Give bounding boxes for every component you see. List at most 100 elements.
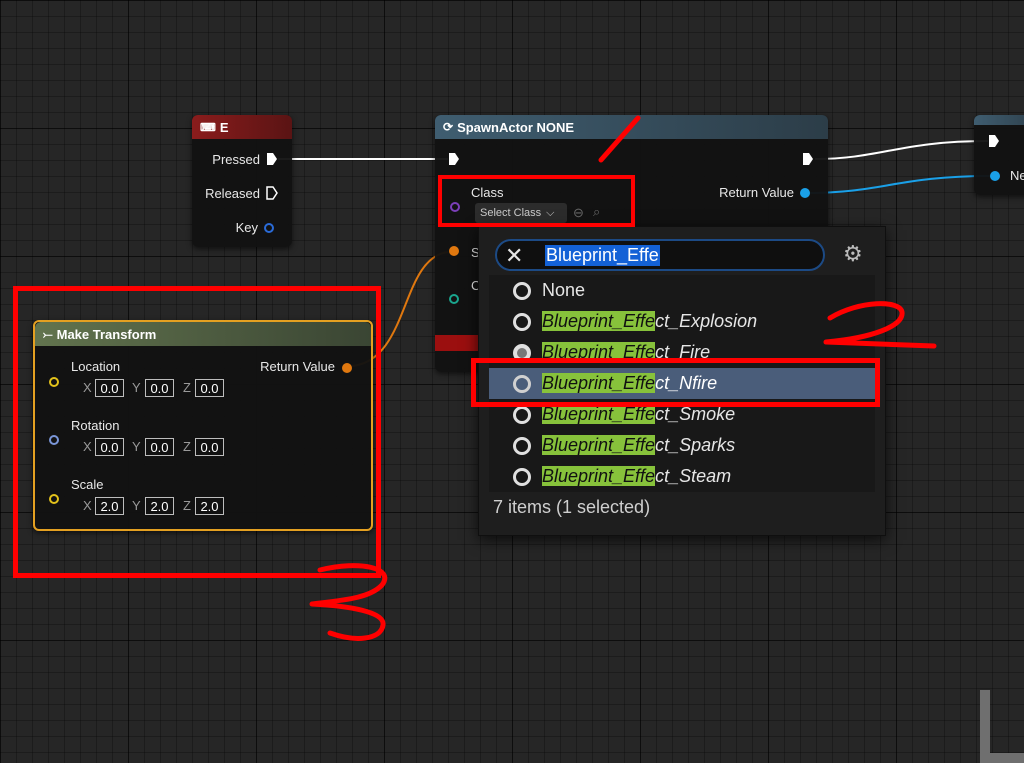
class-list-item-none[interactable]: None — [489, 275, 875, 306]
item-6-rest: ct_Steam — [655, 466, 732, 486]
item-6-prefix: Blueprint_Effe — [542, 466, 656, 486]
spawn-exec-out-pin[interactable] — [802, 152, 814, 166]
spawn-transform-pin[interactable] — [449, 246, 459, 256]
class-list-status: 7 items (1 selected) — [493, 497, 651, 517]
class-list-item-explosion[interactable]: Blueprint_Effect_Explosion — [489, 306, 875, 337]
rotation-pin[interactable] — [49, 435, 59, 445]
item-5-prefix: Blueprint_Effe — [542, 435, 656, 455]
location-y-axis: Y — [132, 380, 141, 395]
class-list: None Blueprint_Effect_Explosion Blueprin… — [489, 275, 875, 492]
rotation-label: Rotation — [71, 418, 120, 433]
class-picker-popup[interactable]: ✕ Blueprint_Effe ⚙ None Blueprint_Effect… — [478, 226, 886, 536]
key-event-header[interactable]: ⌨ E — [192, 115, 292, 139]
select-class-dropdown[interactable]: Select Class ⌵ — [475, 203, 567, 223]
key-label: Key — [235, 220, 258, 235]
blueprint-class-icon — [513, 467, 531, 486]
use-selected-icon[interactable]: ⊖ — [573, 205, 584, 220]
class-list-item-sparks[interactable]: Blueprint_Effect_Sparks — [489, 430, 875, 461]
scale-z-axis: Z — [183, 498, 191, 513]
blueprint-class-icon — [513, 405, 531, 424]
item-0-rest: None — [542, 280, 586, 300]
scale-z-field[interactable]: 2.0 — [195, 497, 224, 515]
chevron-down-icon: ⌵ — [546, 206, 555, 219]
class-search-input[interactable]: Blueprint_Effe — [545, 245, 660, 266]
item-3-prefix: Blueprint_Effe — [542, 373, 656, 393]
item-4-rest: ct_Smoke — [655, 404, 736, 424]
spawn-transform-label: S — [471, 245, 480, 260]
spawn-icon: ⟳ — [443, 120, 454, 134]
scale-y-axis: Y — [132, 498, 141, 513]
mark-1-stroke — [598, 115, 641, 163]
location-x-axis: X — [83, 380, 92, 395]
location-z-field[interactable]: 0.0 — [195, 379, 224, 397]
blueprint-class-icon — [513, 312, 531, 331]
item-1-prefix: Blueprint_Effe — [542, 311, 656, 331]
make-transform-node[interactable]: ⤚ Make Transform Return Value Location X… — [33, 320, 373, 531]
class-list-item-smoke[interactable]: Blueprint_Effect_Smoke — [489, 399, 875, 430]
scale-y-field[interactable]: 2.0 — [145, 497, 174, 515]
rotation-x-field[interactable]: 0.0 — [95, 438, 124, 456]
settings-gear-icon[interactable]: ⚙ — [843, 241, 863, 266]
rotation-x-axis: X — [83, 439, 92, 454]
select-class-text: Select Class — [480, 207, 542, 219]
corner-watermark-shape-base — [980, 753, 1024, 763]
transform-return-pin[interactable] — [342, 363, 352, 373]
key-output-pin[interactable] — [264, 223, 274, 233]
scale-x-field[interactable]: 2.0 — [95, 497, 124, 515]
scale-x-axis: X — [83, 498, 92, 513]
location-z-axis: Z — [183, 380, 191, 395]
rotation-y-field[interactable]: 0.0 — [145, 438, 174, 456]
object-wire-return-to-next — [807, 175, 991, 194]
next-node[interactable]: Ne — [974, 115, 1024, 195]
rotation-z-axis: Z — [183, 439, 191, 454]
next-object-pin[interactable] — [990, 171, 1000, 181]
location-label: Location — [71, 359, 121, 374]
class-list-item-steam[interactable]: Blueprint_Effect_Steam — [489, 461, 875, 492]
pressed-exec-pin[interactable] — [266, 152, 278, 166]
item-1-rest: ct_Explosion — [655, 311, 758, 331]
location-x-field[interactable]: 0.0 — [95, 379, 124, 397]
blueprint-class-icon — [513, 436, 531, 455]
rotation-z-field[interactable]: 0.0 — [195, 438, 224, 456]
pressed-label: Pressed — [212, 152, 260, 167]
clear-search-icon[interactable]: ✕ — [505, 243, 524, 268]
annotation-box-selected-item — [471, 358, 880, 407]
function-icon: ⤚ — [43, 326, 53, 341]
spawn-exec-in-pin[interactable] — [448, 152, 460, 166]
class-list-item-fire[interactable]: Blueprint_Effect_Fire — [489, 337, 875, 368]
item-5-rest: ct_Sparks — [655, 435, 736, 455]
scale-pin[interactable] — [49, 494, 59, 504]
location-pin[interactable] — [49, 377, 59, 387]
spawn-actor-title: SpawnActor NONE — [457, 119, 575, 135]
class-search-box[interactable]: ✕ Blueprint_Effe — [495, 239, 825, 271]
item-3-rest: ct_Nfire — [655, 373, 718, 393]
key-event-title: E — [219, 119, 229, 135]
next-exec-in-pin[interactable] — [988, 134, 1000, 148]
class-label: Class — [471, 185, 504, 200]
mark-3-stroke — [309, 563, 388, 641]
item-2-prefix: Blueprint_Effe — [542, 342, 656, 362]
item-2-rest: ct_Fire — [655, 342, 711, 362]
keyboard-icon: ⌨ — [200, 121, 216, 134]
return-value-pin[interactable] — [800, 188, 810, 198]
collision-pin[interactable] — [449, 294, 459, 304]
browse-search-icon[interactable]: ⌕ — [593, 204, 601, 219]
key-event-node[interactable]: ⌨ E Pressed Released Key — [192, 115, 292, 247]
exec-wire-spawn-to-next — [814, 140, 989, 160]
rotation-y-axis: Y — [132, 439, 141, 454]
scale-label: Scale — [71, 477, 104, 492]
make-transform-title: Make Transform — [56, 326, 157, 342]
next-pin-label: Ne — [1010, 168, 1024, 183]
class-input-pin[interactable] — [450, 202, 460, 212]
corner-watermark-shape — [980, 690, 990, 763]
released-label: Released — [205, 186, 260, 201]
make-transform-header[interactable]: ⤚ Make Transform — [35, 322, 371, 346]
class-list-item-nfire-selected[interactable]: Blueprint_Effect_Nfire — [489, 368, 875, 399]
transform-return-label: Return Value — [260, 359, 335, 374]
released-exec-pin[interactable] — [266, 186, 278, 200]
item-4-prefix: Blueprint_Effe — [542, 404, 656, 424]
location-y-field[interactable]: 0.0 — [145, 379, 174, 397]
next-node-header[interactable] — [974, 115, 1024, 125]
actor-class-icon — [513, 374, 531, 393]
